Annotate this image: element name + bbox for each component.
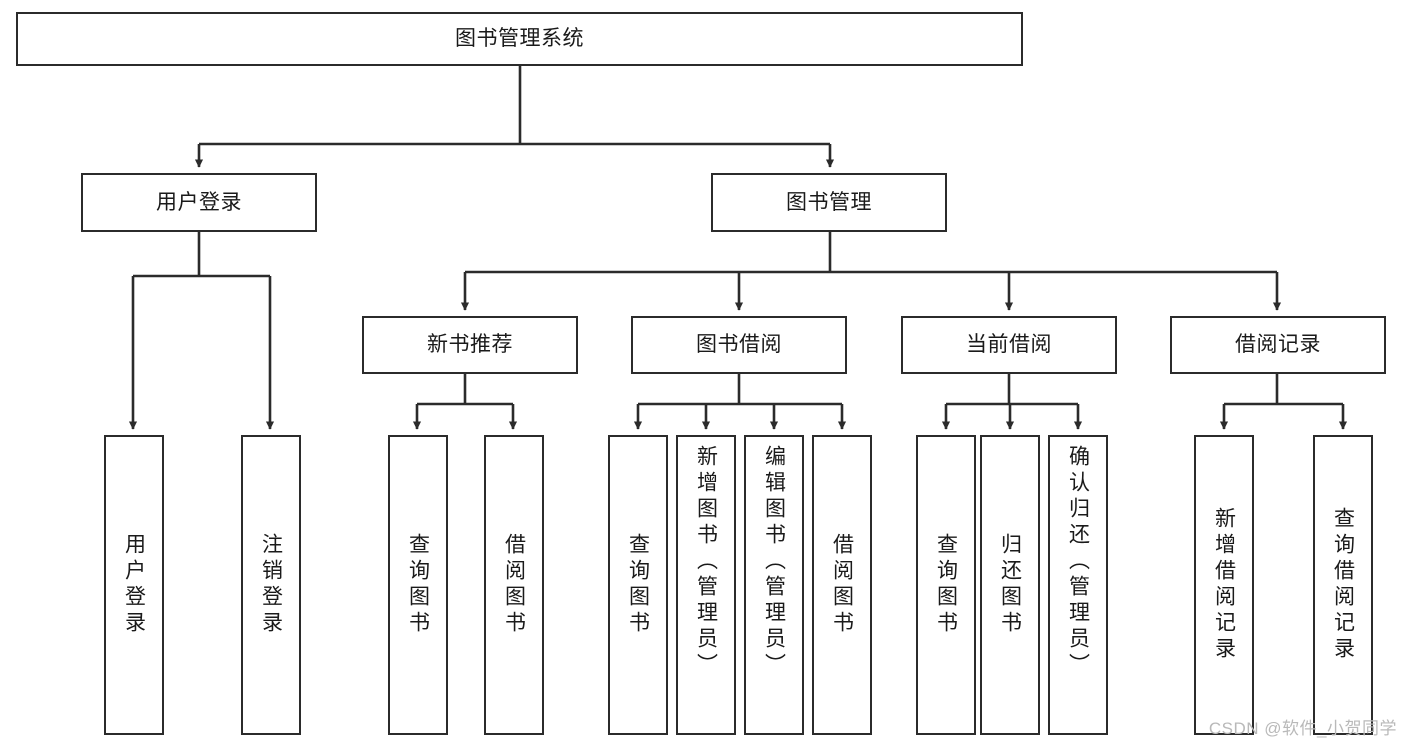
node-leaf-user-login[interactable]: 用户登录: [104, 435, 164, 735]
node-leaf-query-record[interactable]: 查询借阅记录: [1313, 435, 1373, 735]
node-leaf-logout-login[interactable]: 注销登录: [241, 435, 301, 735]
node-label: 用户登录: [122, 533, 146, 637]
node-label: 借阅图书: [502, 533, 526, 637]
node-leaf-confirm-return[interactable]: 确认归还（管理员）: [1048, 435, 1108, 735]
node-label: 查询借阅记录: [1331, 507, 1355, 663]
node-label: 借阅图书: [830, 533, 854, 637]
node-label: 查询图书: [406, 533, 430, 637]
node-borrow-record[interactable]: 借阅记录: [1170, 316, 1386, 374]
node-label: 注销登录: [259, 533, 283, 637]
node-leaf-add-book[interactable]: 新增图书（管理员）: [676, 435, 736, 735]
node-current-borrow[interactable]: 当前借阅: [901, 316, 1117, 374]
node-label: 图书管理: [786, 190, 872, 214]
node-book-management-system[interactable]: 图书管理系统: [16, 12, 1023, 66]
node-leaf-borrow-book-2[interactable]: 借阅图书: [812, 435, 872, 735]
node-leaf-query-book-3[interactable]: 查询图书: [916, 435, 976, 735]
node-leaf-query-book-1[interactable]: 查询图书: [388, 435, 448, 735]
node-label: 当前借阅: [966, 333, 1052, 357]
node-label: 借阅记录: [1235, 333, 1321, 357]
node-label: 新书推荐: [427, 333, 513, 357]
node-new-book-recommend[interactable]: 新书推荐: [362, 316, 578, 374]
node-leaf-edit-book[interactable]: 编辑图书（管理员）: [744, 435, 804, 735]
node-label: 新增借阅记录: [1212, 507, 1236, 663]
node-label: 编辑图书（管理员）: [762, 445, 786, 679]
node-label: 用户登录: [156, 190, 242, 214]
node-leaf-borrow-book-1[interactable]: 借阅图书: [484, 435, 544, 735]
node-user-login[interactable]: 用户登录: [81, 173, 317, 232]
node-label: 图书借阅: [696, 333, 782, 357]
node-leaf-return-book[interactable]: 归还图书: [980, 435, 1040, 735]
node-label: 新增图书（管理员）: [694, 445, 718, 679]
node-label: 查询图书: [626, 533, 650, 637]
node-label: 归还图书: [998, 533, 1022, 637]
node-book-borrow[interactable]: 图书借阅: [631, 316, 847, 374]
node-book-management[interactable]: 图书管理: [711, 173, 947, 232]
node-label: 确认归还（管理员）: [1066, 445, 1090, 679]
node-label: 查询图书: [934, 533, 958, 637]
node-leaf-add-record[interactable]: 新增借阅记录: [1194, 435, 1254, 735]
node-label: 图书管理系统: [455, 27, 584, 51]
node-leaf-query-book-2[interactable]: 查询图书: [608, 435, 668, 735]
